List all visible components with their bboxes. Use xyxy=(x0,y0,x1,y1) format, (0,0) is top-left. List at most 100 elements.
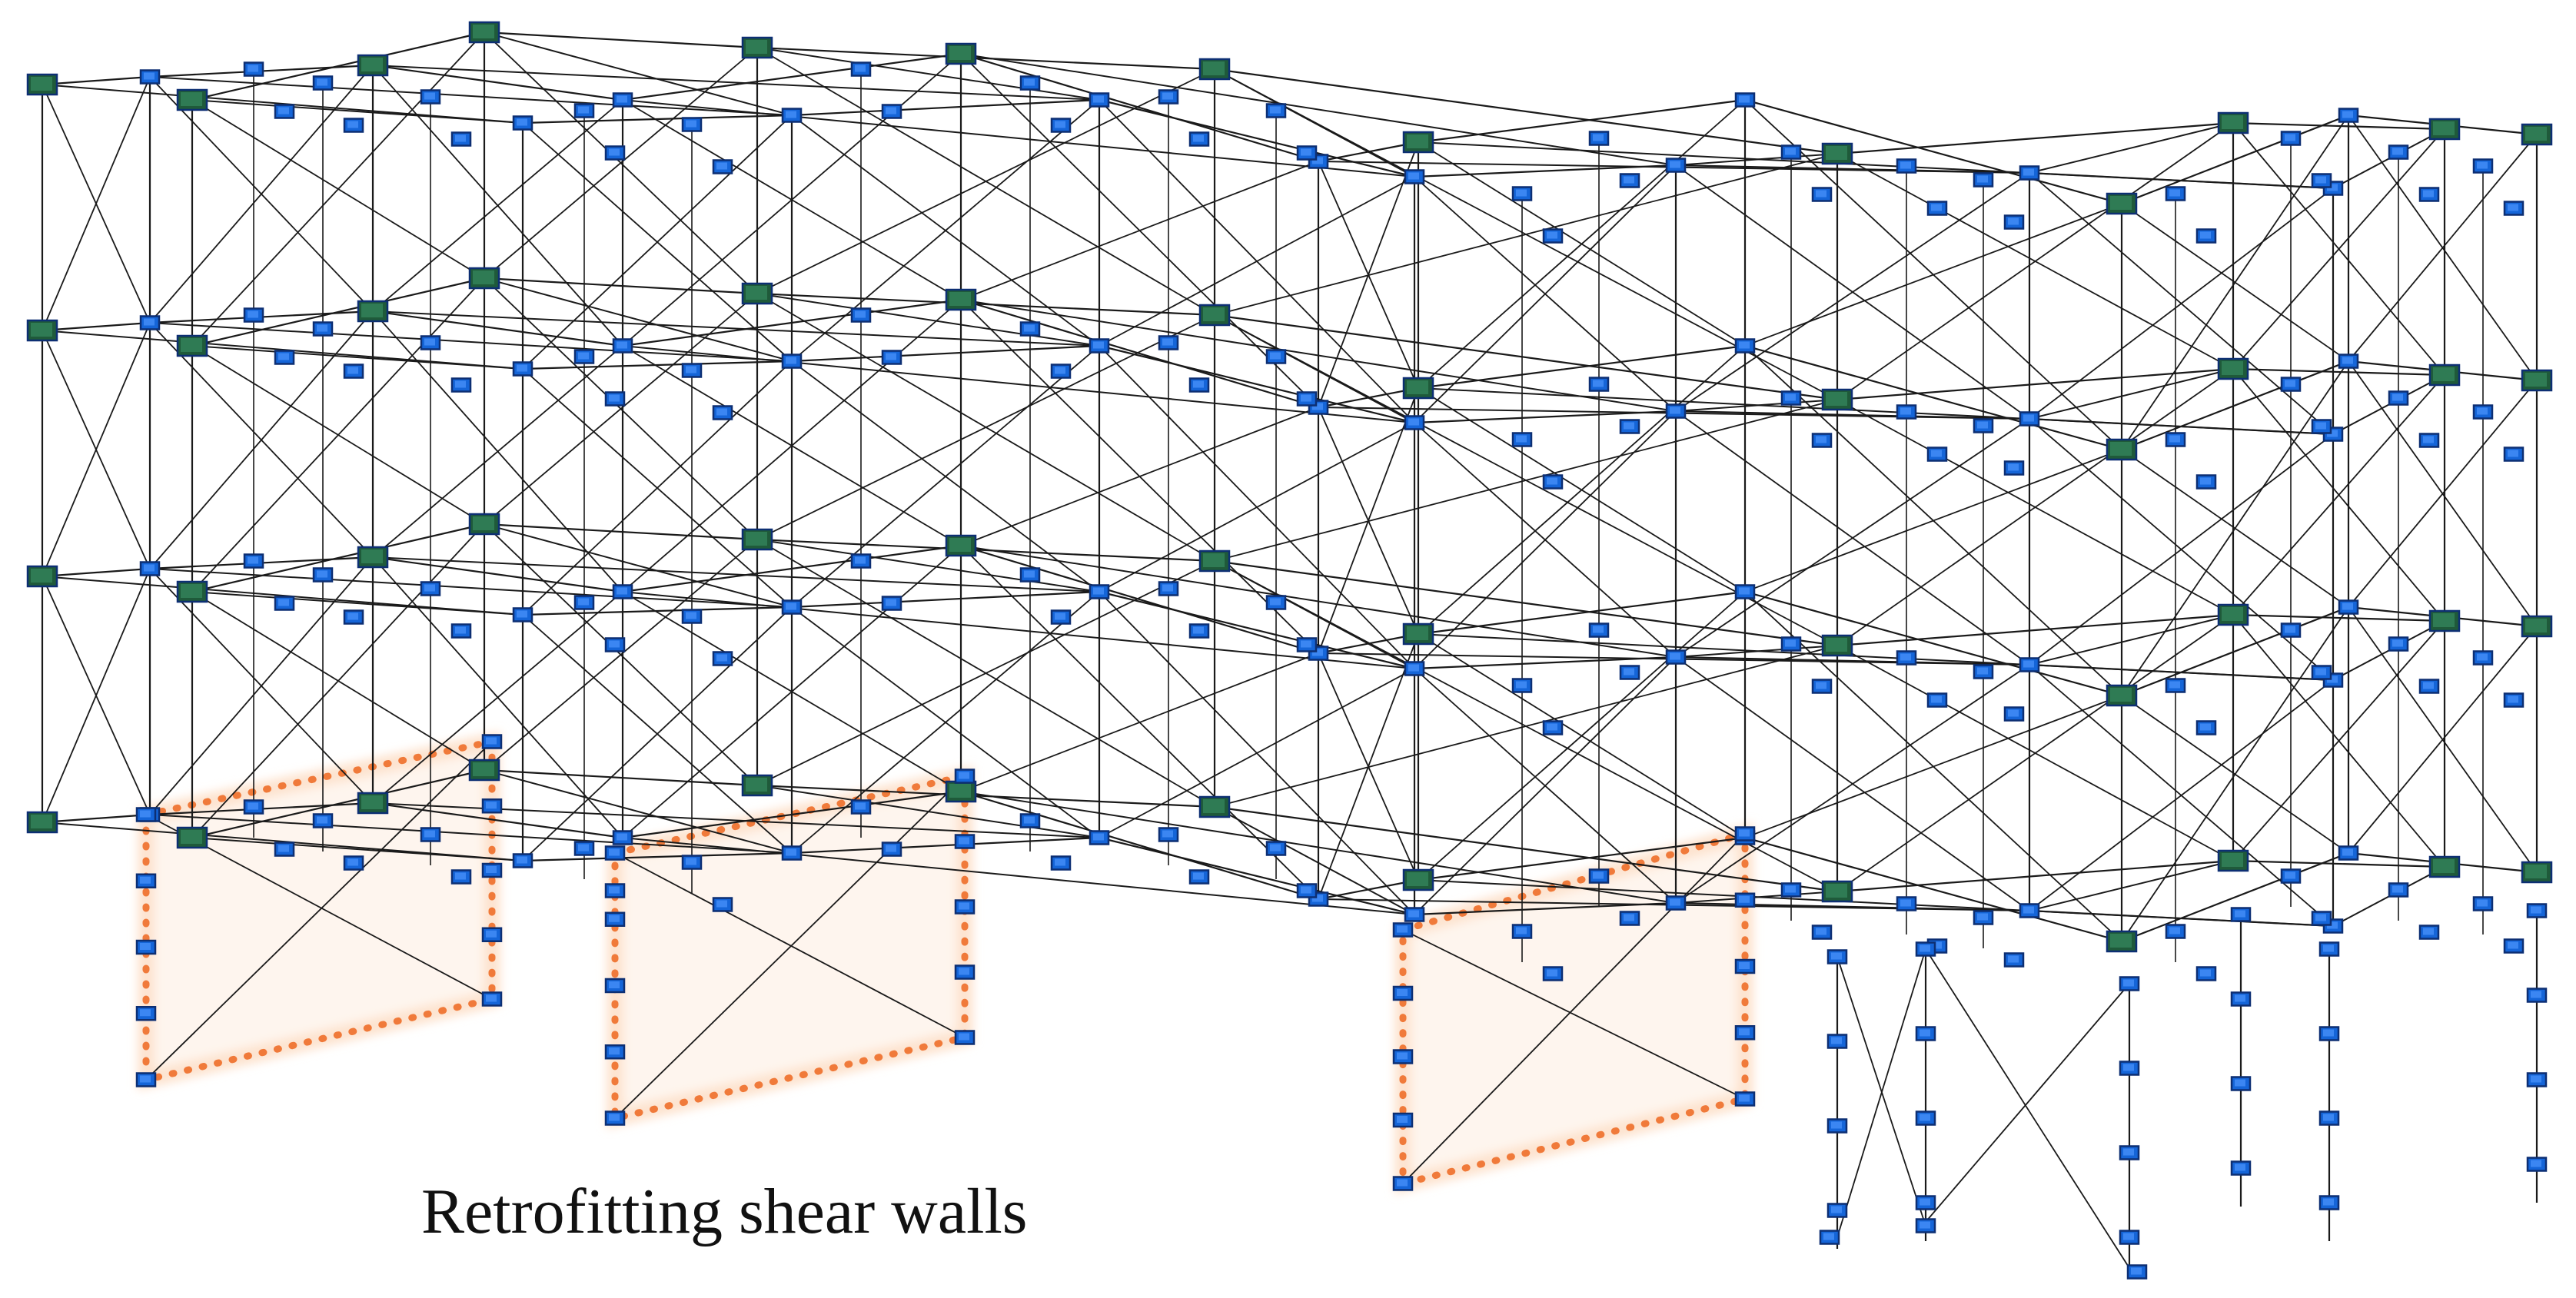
node-highlight xyxy=(1785,639,1796,647)
node-highlight xyxy=(455,872,466,880)
node-highlight xyxy=(1593,380,1604,387)
brace-line xyxy=(1836,122,2234,400)
frame-node xyxy=(2119,1145,2140,1160)
node-highlight xyxy=(1920,1221,1930,1229)
node-highlight xyxy=(1270,106,1281,114)
brace-line xyxy=(2348,134,2538,362)
frame-node xyxy=(2311,665,2332,680)
node-highlight xyxy=(1193,872,1204,880)
brace-line xyxy=(1414,164,1677,423)
node-highlight xyxy=(2525,373,2547,387)
frame-node xyxy=(1780,390,1802,406)
brace-line xyxy=(372,345,623,558)
frame-node xyxy=(2280,377,2302,392)
tie-line xyxy=(372,65,1100,101)
tie-line xyxy=(1418,387,2334,435)
tie-line xyxy=(1418,141,2334,189)
node-highlight xyxy=(578,598,589,606)
frame-node xyxy=(1926,692,1948,708)
node-highlight xyxy=(1785,148,1796,155)
frame-node xyxy=(1188,623,1210,639)
beam-line xyxy=(2121,852,2349,943)
node-highlight xyxy=(2477,161,2488,169)
joint-node xyxy=(2106,438,2138,461)
frame-node xyxy=(604,978,626,994)
frame-node xyxy=(1158,335,1179,350)
frame-node xyxy=(135,1006,157,1021)
brace-line xyxy=(1099,422,1415,593)
node-highlight xyxy=(2235,994,2245,1002)
node-highlight xyxy=(2327,430,2338,437)
frame-node xyxy=(573,595,595,610)
node-highlight xyxy=(1739,1094,1750,1102)
node-highlight xyxy=(347,612,358,620)
node-highlight xyxy=(1407,872,1428,886)
frame-node xyxy=(881,596,902,611)
node-highlight xyxy=(609,1047,620,1055)
joint-node xyxy=(2217,357,2249,380)
node-highlight xyxy=(2235,910,2245,918)
brace-line xyxy=(1675,664,2030,904)
joint-node xyxy=(468,267,500,290)
beam-line xyxy=(1099,344,1415,424)
brace-line xyxy=(1836,948,1926,1238)
tie-line xyxy=(42,330,524,370)
node-highlight xyxy=(1024,78,1035,86)
beam-line xyxy=(791,344,1100,363)
frame-node xyxy=(420,827,441,842)
brace-line xyxy=(1214,153,1838,316)
frame-node xyxy=(512,607,533,622)
frame-node xyxy=(2019,657,2040,672)
frame-node xyxy=(1265,103,1287,118)
frame-node xyxy=(2003,214,2025,230)
node-highlight xyxy=(1312,649,1323,656)
node-highlight xyxy=(2342,848,2353,856)
frame-node xyxy=(2119,1061,2140,1076)
frame-node xyxy=(343,609,364,625)
frame-node xyxy=(1973,418,1994,433)
beam-line xyxy=(1099,836,1415,916)
joint-node xyxy=(1198,549,1231,573)
node-highlight xyxy=(2169,435,2180,443)
node-highlight xyxy=(1055,612,1065,620)
node-highlight xyxy=(855,556,866,564)
node-highlight xyxy=(1397,1052,1408,1060)
joint-node xyxy=(357,792,389,815)
brace-line xyxy=(484,47,758,279)
node-highlight xyxy=(1203,799,1225,813)
beam-line xyxy=(791,98,1100,117)
frame-node xyxy=(954,1030,976,1045)
frame-node xyxy=(681,363,703,378)
node-highlight xyxy=(1920,944,1930,952)
node-highlight xyxy=(517,118,527,126)
beam-line xyxy=(2232,859,2445,868)
frame-node xyxy=(274,350,295,365)
brace-line xyxy=(1675,418,2030,658)
joint-node xyxy=(357,546,389,569)
wall-brace-line xyxy=(614,775,966,1119)
node-highlight xyxy=(1312,895,1323,902)
node-highlight xyxy=(1900,899,1911,907)
node-highlight xyxy=(578,844,589,852)
brace-line xyxy=(522,360,793,616)
node-highlight xyxy=(2323,1198,2334,1206)
node-highlight xyxy=(1193,134,1204,142)
frame-node xyxy=(1511,186,1533,201)
frame-node xyxy=(1811,679,1833,694)
node-highlight xyxy=(455,134,466,142)
frame-node xyxy=(604,637,626,652)
frame-node xyxy=(1511,678,1533,693)
node-highlight xyxy=(248,65,258,72)
joint-node xyxy=(2106,192,2138,215)
node-highlight xyxy=(1301,640,1311,648)
node-highlight xyxy=(2531,906,2541,914)
tie-line xyxy=(42,84,524,124)
frame-node xyxy=(2119,976,2140,991)
brace-line xyxy=(791,99,1100,362)
tie-line xyxy=(2029,368,2234,420)
node-highlight xyxy=(1397,1116,1408,1123)
brace-line xyxy=(1744,449,2122,593)
node-highlight xyxy=(2392,393,2403,401)
brace-line xyxy=(791,345,1100,608)
brace-line xyxy=(42,322,151,577)
